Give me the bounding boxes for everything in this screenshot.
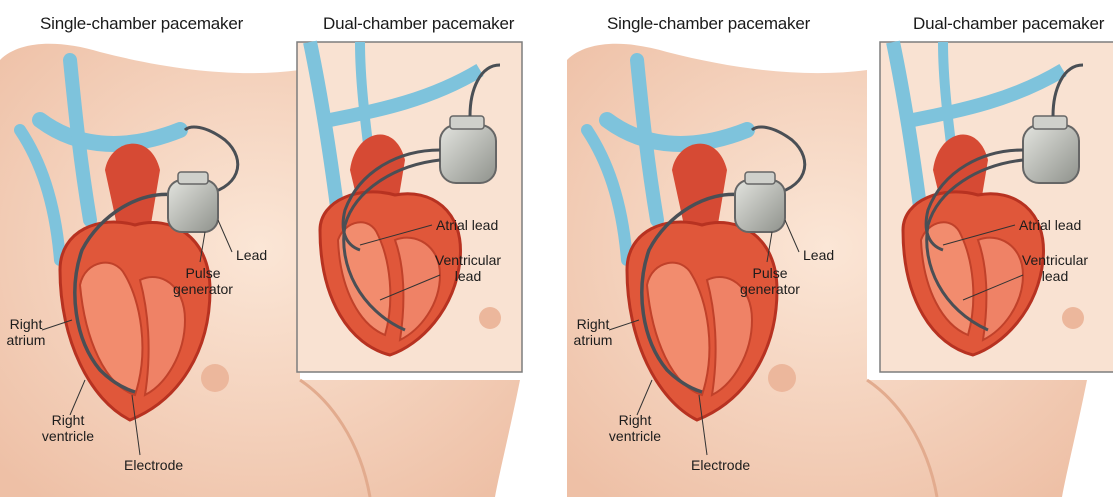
label-right-atrium: Right atrium [571,316,615,348]
label-atrial-lead: Atrial lead [1019,217,1081,233]
label-ventricular-lead-line2: lead [1013,268,1097,284]
label-pulse-generator: Pulse generator [735,265,805,297]
label-ventricular-lead: Ventricular lead [1013,252,1097,284]
label-right-ventricle-line2: ventricle [605,428,665,444]
dual-chamber-title: Dual-chamber pacemaker [323,14,514,34]
label-right-atrium-line2: atrium [571,332,615,348]
nipple [768,364,796,392]
single-chamber-title: Single-chamber pacemaker [40,14,243,34]
pulse-generator-device [735,180,785,232]
label-pulse-generator-line2: generator [735,281,805,297]
label-pulse-generator: Pulse generator [168,265,238,297]
label-ventricular-lead-line2: lead [426,268,510,284]
label-pulse-generator-line1: Pulse [168,265,238,281]
label-right-atrium: Right atrium [4,316,48,348]
label-atrial-lead: Atrial lead [436,217,498,233]
label-ventricular-lead-line1: Ventricular [426,252,510,268]
single-chamber-title: Single-chamber pacemaker [607,14,810,34]
label-pulse-generator-line1: Pulse [735,265,805,281]
dual-chamber-title: Dual-chamber pacemaker [913,14,1104,34]
illustration-panel-right: Single-chamber pacemaker Dual-chamber pa… [567,0,1113,497]
pulse-generator-device-inset [1023,125,1079,183]
label-right-ventricle-line2: ventricle [38,428,98,444]
pulse-generator-device-inset [440,125,496,183]
illustration-panel-left: Single-chamber pacemaker Dual-chamber pa… [0,0,560,497]
label-electrode: Electrode [691,457,750,473]
label-right-ventricle: Right ventricle [38,412,98,444]
label-pulse-generator-line2: generator [168,281,238,297]
label-right-atrium-line1: Right [4,316,48,332]
label-ventricular-lead: Ventricular lead [426,252,510,284]
pulse-generator-device [168,180,218,232]
label-right-atrium-line2: atrium [4,332,48,348]
label-right-atrium-line1: Right [571,316,615,332]
label-lead: Lead [236,247,267,263]
nipple [201,364,229,392]
label-electrode: Electrode [124,457,183,473]
label-ventricular-lead-line1: Ventricular [1013,252,1097,268]
label-right-ventricle: Right ventricle [605,412,665,444]
label-lead: Lead [803,247,834,263]
label-right-ventricle-line1: Right [605,412,665,428]
label-right-ventricle-line1: Right [38,412,98,428]
